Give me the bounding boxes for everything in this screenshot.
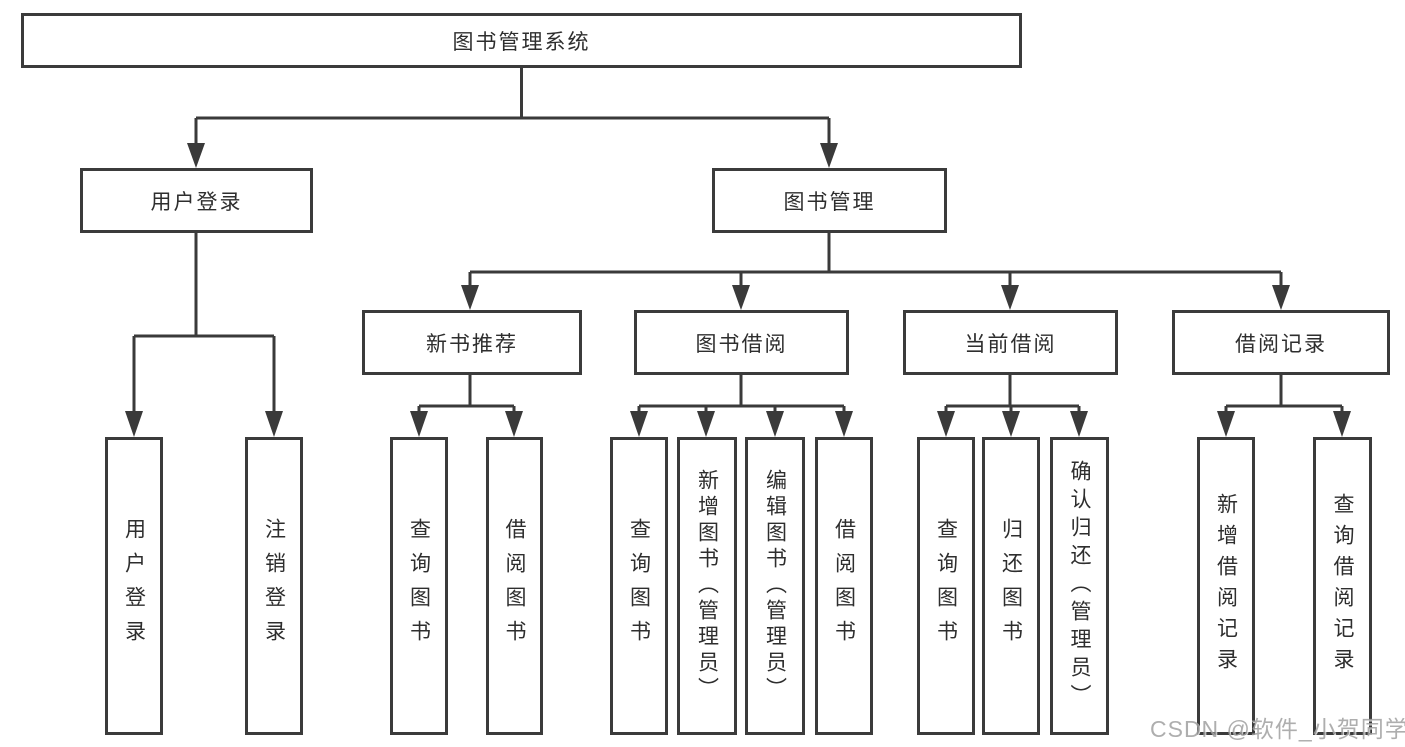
arrowhead bbox=[1001, 285, 1019, 310]
connector-userlogin-to-leaves bbox=[125, 233, 283, 437]
connector-newbookrec-to-leaves bbox=[410, 375, 523, 437]
arrowhead bbox=[265, 411, 283, 437]
node-book-borrow: 图书借阅 bbox=[634, 310, 849, 375]
connector-bookmgmt-to-level3 bbox=[461, 233, 1290, 310]
node-borrow-record: 借阅记录 bbox=[1172, 310, 1390, 375]
leaf-user-login-label: 用户登录 bbox=[122, 518, 146, 654]
leaf-borrow-book-2: 借阅图书 bbox=[815, 437, 873, 735]
arrowhead bbox=[1070, 411, 1088, 437]
arrowhead bbox=[697, 411, 715, 437]
node-root-label: 图书管理系统 bbox=[452, 30, 591, 54]
leaf-borrow-book-2-label: 借阅图书 bbox=[832, 518, 856, 654]
leaf-query-book-1: 查询图书 bbox=[390, 437, 448, 735]
leaf-add-book-admin-label: 新增图书（管理员） bbox=[695, 469, 719, 703]
node-current-borrow: 当前借阅 bbox=[903, 310, 1118, 375]
arrowhead bbox=[125, 411, 143, 437]
arrowhead bbox=[820, 143, 838, 168]
leaf-confirm-return-admin-label: 确认归还（管理员） bbox=[1068, 460, 1091, 712]
arrowhead bbox=[937, 411, 955, 437]
leaf-query-book-1-label: 查询图书 bbox=[407, 518, 431, 654]
arrowhead bbox=[835, 411, 853, 437]
node-borrow-record-label: 借阅记录 bbox=[1235, 332, 1327, 356]
leaf-query-borrow-record-label: 查询借阅记录 bbox=[1331, 493, 1354, 679]
csdn-watermark: CSDN @软件_小贺同学 bbox=[1150, 716, 1405, 742]
leaf-query-book-2: 查询图书 bbox=[610, 437, 668, 735]
connector-currentborrow-to-leaves bbox=[937, 375, 1088, 437]
leaf-add-borrow-record-label: 新增借阅记录 bbox=[1214, 493, 1238, 679]
arrowhead bbox=[505, 411, 523, 437]
arrowhead bbox=[461, 285, 479, 310]
node-new-book-recommend: 新书推荐 bbox=[362, 310, 582, 375]
leaf-borrow-book-1-label: 借阅图书 bbox=[503, 518, 526, 654]
arrowhead bbox=[410, 411, 428, 437]
connector-root-to-level2 bbox=[187, 68, 838, 168]
leaf-edit-book-admin: 编辑图书（管理员） bbox=[745, 437, 805, 735]
arrowhead bbox=[1272, 285, 1290, 310]
leaf-query-book-3-label: 查询图书 bbox=[934, 518, 958, 654]
arrowhead bbox=[1217, 411, 1235, 437]
node-book-management: 图书管理 bbox=[712, 168, 947, 233]
leaf-edit-book-admin-label: 编辑图书（管理员） bbox=[763, 469, 787, 703]
node-user-login-label: 用户登录 bbox=[150, 190, 243, 214]
node-book-management-label: 图书管理 bbox=[783, 190, 876, 214]
arrowhead bbox=[1002, 411, 1020, 437]
leaf-user-login: 用户登录 bbox=[105, 437, 163, 735]
leaf-logout: 注销登录 bbox=[245, 437, 303, 735]
leaf-query-book-2-label: 查询图书 bbox=[627, 518, 651, 654]
arrowhead bbox=[1333, 411, 1351, 437]
leaf-logout-label: 注销登录 bbox=[262, 518, 286, 654]
leaf-confirm-return-admin: 确认归还（管理员） bbox=[1050, 437, 1109, 735]
leaf-return-book: 归还图书 bbox=[982, 437, 1040, 735]
leaf-return-book-label: 归还图书 bbox=[999, 518, 1023, 654]
arrowhead bbox=[630, 411, 648, 437]
node-user-login: 用户登录 bbox=[80, 168, 313, 233]
node-new-book-recommend-label: 新书推荐 bbox=[426, 332, 518, 356]
leaf-add-book-admin: 新增图书（管理员） bbox=[677, 437, 737, 735]
node-root: 图书管理系统 bbox=[21, 13, 1022, 68]
arrowhead bbox=[187, 143, 205, 168]
connector-borrowrecord-to-leaves bbox=[1217, 375, 1351, 437]
node-book-borrow-label: 图书借阅 bbox=[695, 332, 788, 356]
leaf-borrow-book-1: 借阅图书 bbox=[486, 437, 543, 735]
arrowhead bbox=[732, 285, 750, 310]
leaf-query-book-3: 查询图书 bbox=[917, 437, 975, 735]
connector-bookborrow-to-leaves bbox=[630, 375, 853, 437]
arrowhead bbox=[766, 411, 784, 437]
node-current-borrow-label: 当前借阅 bbox=[964, 332, 1057, 356]
leaf-add-borrow-record: 新增借阅记录 bbox=[1197, 437, 1255, 735]
leaf-query-borrow-record: 查询借阅记录 bbox=[1313, 437, 1372, 735]
